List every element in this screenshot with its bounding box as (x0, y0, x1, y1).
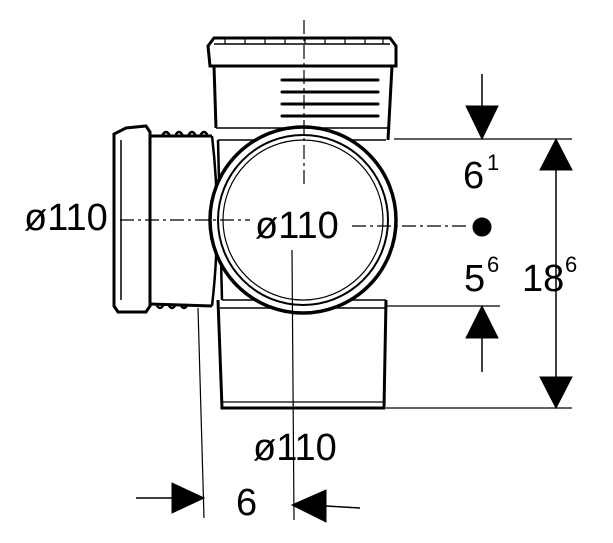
dia-left-label: ø110 (24, 197, 108, 239)
grip-ribs (280, 78, 380, 118)
main-pipe-body (206, 36, 398, 410)
top-collar-ribs (224, 38, 384, 44)
branch-ribs-top (160, 130, 210, 137)
dia-center-label: ø110 (255, 205, 339, 247)
top-socket-collar (206, 36, 398, 68)
dim-total-label: 18 (522, 258, 564, 300)
branch-ribs-bottom (154, 303, 190, 310)
dim-total-superscript: 6 (565, 252, 577, 277)
dim-top-superscript: 1 (487, 150, 499, 175)
dia-bottom-label: ø110 (253, 427, 337, 469)
center-lines (120, 20, 470, 227)
dim-top-label: 6 (463, 155, 484, 197)
dim-mid-label: 5 (464, 258, 485, 300)
dim-bottom-label: 6 (236, 482, 257, 524)
branch-outer (112, 124, 152, 314)
dimension-lines (136, 74, 573, 523)
dim-mid-superscript: 6 (487, 252, 499, 277)
